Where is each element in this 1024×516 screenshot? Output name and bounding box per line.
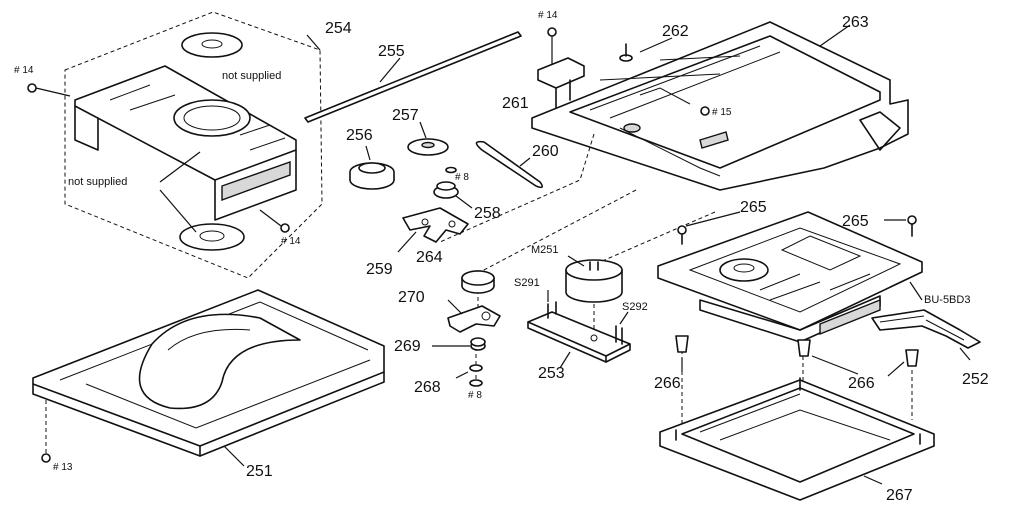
part-268-washer (455, 364, 483, 387)
label-263: 263 (842, 14, 869, 31)
label-269: 269 (394, 338, 421, 355)
screw-8-upper: # 8 (455, 172, 469, 183)
label-251: 251 (246, 463, 273, 480)
part-bu-5bd3-mechanism (657, 211, 923, 343)
label-261: 261 (502, 95, 529, 112)
label-252: 252 (962, 371, 989, 388)
part-258-gear (433, 166, 473, 209)
screw-14-bottom: # 14 (281, 236, 301, 247)
label-258: 258 (474, 205, 501, 222)
label-s292: S292 (622, 301, 648, 313)
label-262: 262 (662, 23, 689, 40)
part-252-cable (871, 309, 981, 361)
note-not-supplied-top: not supplied (222, 70, 281, 82)
label-254: 254 (325, 20, 352, 37)
label-259: 259 (366, 261, 393, 278)
label-255: 255 (378, 43, 405, 60)
label-s291: S291 (514, 277, 540, 289)
part-263-chassis (531, 21, 909, 191)
part-257-gear (407, 121, 449, 156)
part-255-shaft (304, 31, 522, 123)
part-259-lever (397, 207, 469, 253)
label-268: 268 (414, 379, 441, 396)
screw-14-left: # 14 (14, 65, 34, 76)
part-253-plate (527, 290, 631, 369)
label-264: 264 (416, 249, 443, 266)
screw-15: # 15 (712, 107, 732, 118)
part-256-pulley (349, 145, 395, 190)
label-270: 270 (398, 289, 425, 306)
label-265-right: 265 (842, 213, 869, 230)
label-265-left: 265 (740, 199, 767, 216)
part-260-belt (475, 140, 544, 189)
note-not-supplied-bottom: not supplied (68, 176, 127, 188)
part-267-frame (659, 377, 935, 501)
screw-13: # 13 (53, 462, 73, 473)
part-254-group (27, 11, 323, 279)
screw-8-lower: # 8 (468, 390, 482, 401)
part-270-lever (447, 299, 501, 333)
label-256: 256 (346, 127, 373, 144)
label-260: 260 (532, 143, 559, 160)
screw-14-top: # 14 (538, 10, 558, 21)
label-267: 267 (886, 487, 913, 504)
part-251-tray (32, 289, 385, 467)
label-266-right: 266 (848, 375, 875, 392)
part-269-spring (432, 337, 486, 351)
leader-bu-5bd3 (909, 281, 923, 301)
label-266-left: 266 (654, 375, 681, 392)
part-264-cam (461, 270, 495, 294)
label-253: 253 (538, 365, 565, 382)
label-bu-5bd3: BU-5BD3 (924, 294, 970, 306)
label-m251: M251 (531, 244, 559, 256)
part-262-screw (619, 37, 673, 62)
label-257: 257 (392, 107, 419, 124)
part-m251-motor (565, 255, 623, 303)
